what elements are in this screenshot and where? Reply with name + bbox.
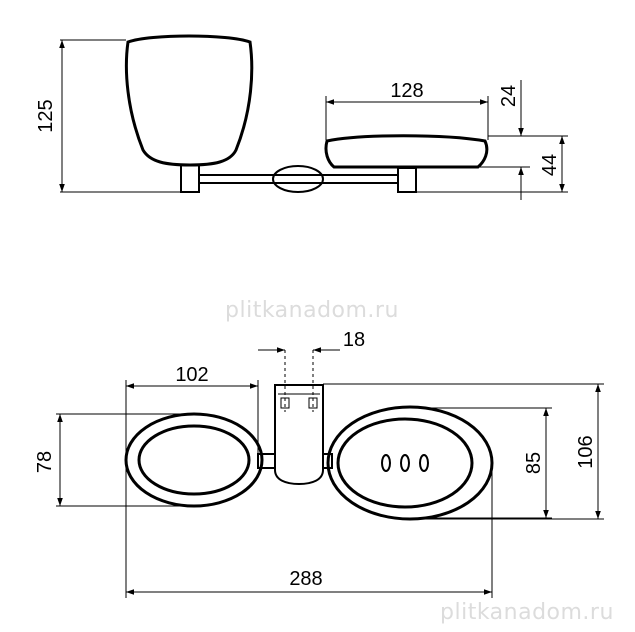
cup-ring-outer — [124, 412, 264, 508]
soap-dish-side — [324, 134, 489, 169]
drain-slot-1 — [381, 454, 391, 472]
connector-left — [257, 453, 276, 469]
cup-ring-inner — [137, 424, 251, 496]
watermark-center: plitkanadom.ru — [225, 298, 399, 323]
dim-dish-width: 128 — [390, 80, 423, 102]
drain-slot-2 — [400, 454, 410, 472]
dim-total-width: 288 — [289, 568, 322, 590]
dim-bracket-width: 18 — [343, 329, 365, 351]
cup-post — [180, 164, 200, 193]
dim-dish-outer-depth: 106 — [575, 435, 597, 468]
soap-dish-inner — [336, 417, 474, 509]
dim-dish-inner-depth: 85 — [523, 452, 545, 474]
dim-dish-base-height: 44 — [539, 154, 561, 176]
dim-dish-depth: 24 — [498, 85, 520, 107]
wall-mount-side — [272, 165, 324, 193]
dim-cup-width: 102 — [175, 364, 208, 386]
dim-height-total: 125 — [35, 99, 57, 132]
dish-post — [397, 167, 417, 193]
top-view: 18 102 78 85 106 288 — [34, 329, 604, 598]
wall-bracket-top — [274, 384, 324, 486]
dim-cup-depth: 78 — [34, 451, 56, 473]
drain-slot-3 — [419, 454, 429, 472]
side-view: 125 128 24 44 — [35, 34, 568, 200]
watermark-bottom: plitkanadom.ru — [440, 600, 614, 625]
cup-side-outline — [124, 34, 254, 167]
